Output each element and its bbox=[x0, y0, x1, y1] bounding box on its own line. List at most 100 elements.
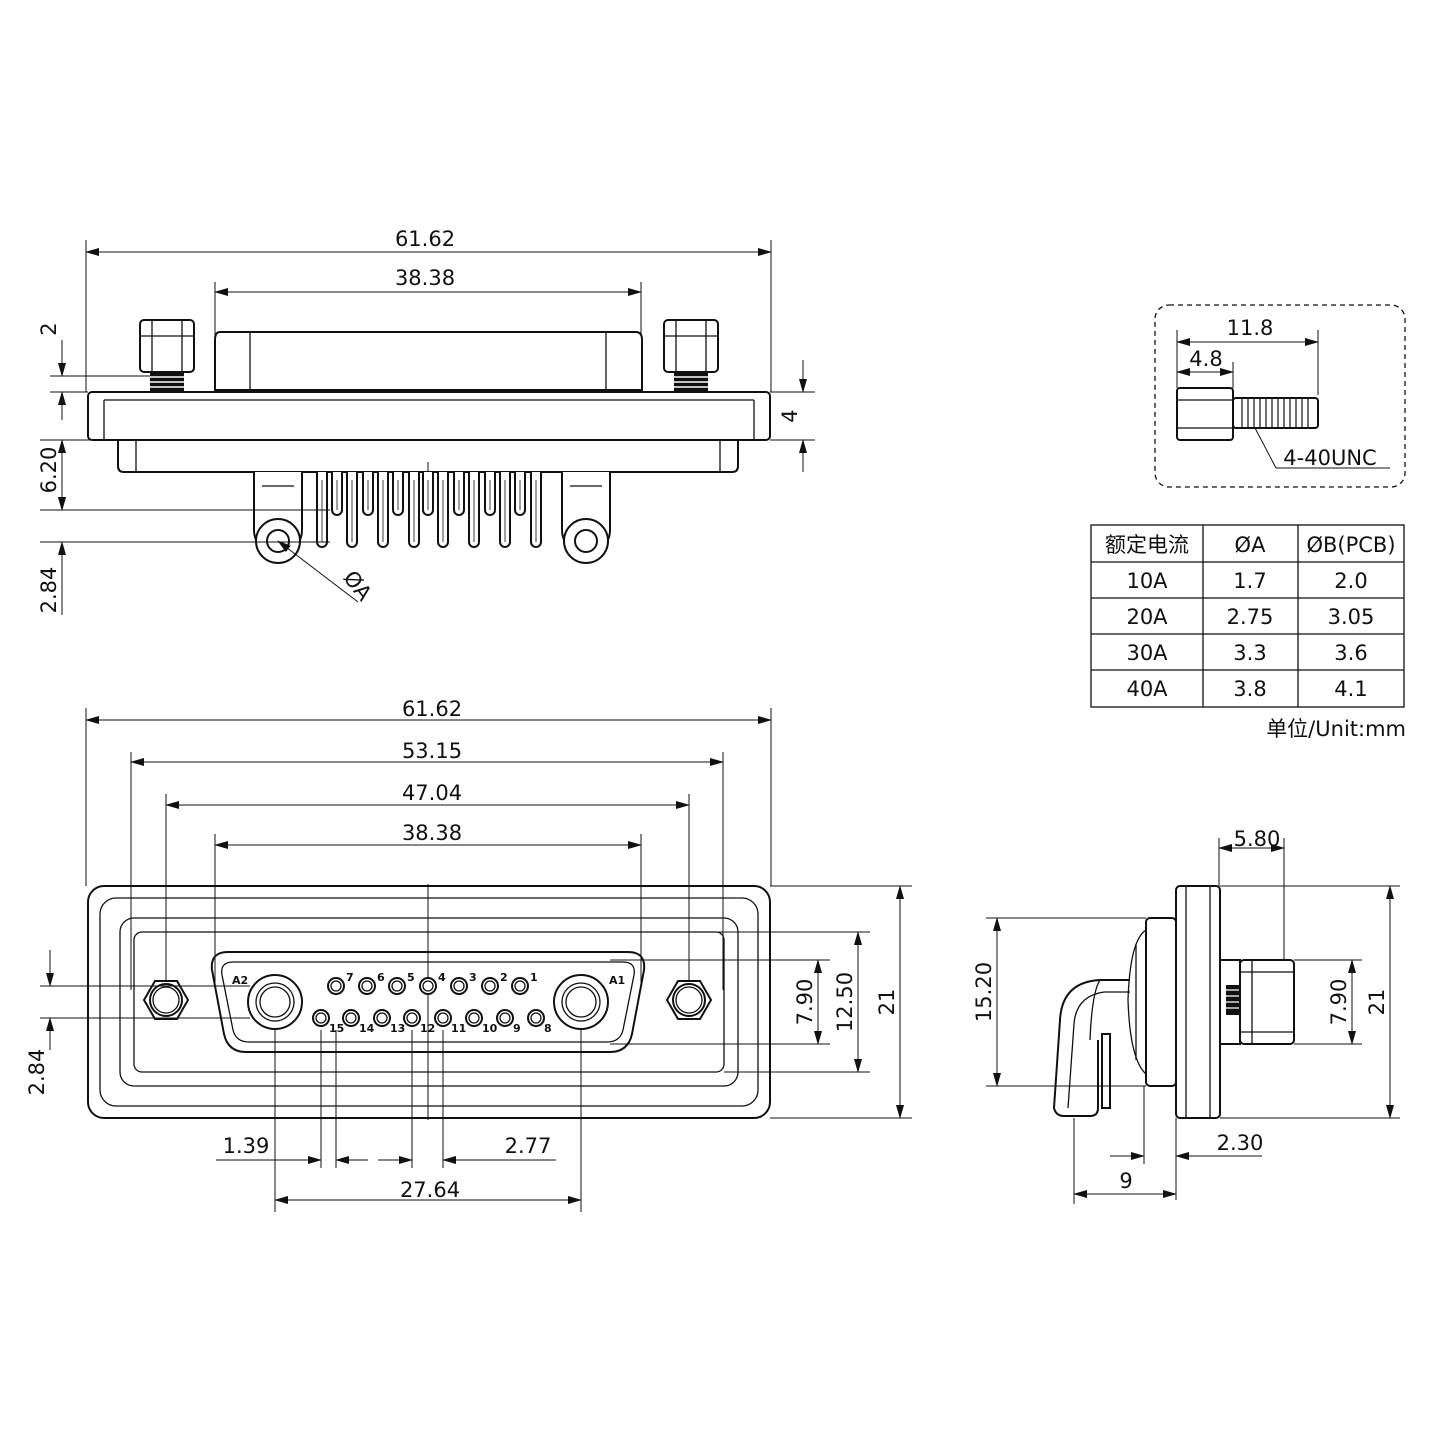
pin-number: 3 bbox=[469, 971, 477, 984]
side-flange-thickness: 2.30 bbox=[1217, 1131, 1264, 1155]
pin-number: 5 bbox=[407, 971, 415, 984]
pin-number: 13 bbox=[390, 1022, 405, 1035]
table-cell: 40A bbox=[1126, 677, 1168, 701]
pcb-pin bbox=[362, 472, 374, 516]
pcb-pin bbox=[422, 472, 434, 516]
left-mounting-nut-icon bbox=[142, 980, 190, 1020]
side-depth: 9 bbox=[1119, 1169, 1132, 1193]
pin-number: 10 bbox=[482, 1022, 498, 1035]
signal-pin: 6 bbox=[358, 971, 385, 995]
side-overall-height: 21 bbox=[1365, 989, 1389, 1016]
top-shell-width: 38.38 bbox=[395, 266, 455, 290]
pcb-pin bbox=[437, 472, 449, 548]
pcb-pin bbox=[346, 472, 358, 548]
pin-number: 1 bbox=[530, 971, 538, 984]
table-cell: 1.7 bbox=[1233, 569, 1266, 593]
power-contact-a2-icon bbox=[247, 974, 303, 1030]
front-outer-span: 53.15 bbox=[402, 739, 462, 763]
front-overall-height: 21 bbox=[875, 989, 899, 1016]
table-cell: 3.8 bbox=[1233, 677, 1266, 701]
side-flange-offset: 5.80 bbox=[1234, 827, 1281, 851]
power-contact-a1-icon bbox=[553, 974, 609, 1030]
right-mounting-nut-icon bbox=[665, 980, 713, 1020]
side-view: 5.80 15.20 7.90 bbox=[972, 827, 1400, 1204]
pcb-pin bbox=[392, 472, 404, 516]
top-screw-height: 2 bbox=[37, 322, 61, 335]
front-inner-height: 12.50 bbox=[833, 972, 857, 1032]
table-cell: 10A bbox=[1126, 569, 1168, 593]
pcb-pin bbox=[530, 472, 542, 548]
pcb-pin bbox=[408, 472, 420, 548]
pin-number: 4 bbox=[438, 971, 446, 984]
pin-number: 9 bbox=[513, 1022, 521, 1035]
table-cell: 4.1 bbox=[1334, 677, 1367, 701]
signal-pin: 14 bbox=[342, 1009, 375, 1035]
right-screw-icon bbox=[663, 319, 719, 392]
side-body-height: 15.20 bbox=[972, 962, 996, 1022]
pin-number: 12 bbox=[420, 1022, 435, 1035]
thread-spec: 4-40UNC bbox=[1283, 446, 1376, 470]
pcb-pin bbox=[453, 472, 465, 516]
top-flange-thickness: 4 bbox=[778, 409, 802, 422]
signal-pin: 7 bbox=[327, 971, 354, 995]
table-header-phi-a: ØA bbox=[1235, 533, 1267, 557]
signal-pin: 15 bbox=[312, 1009, 344, 1035]
signal-pin: 8 bbox=[527, 1009, 552, 1035]
signal-pin: 9 bbox=[496, 1009, 521, 1035]
pcb-pin bbox=[499, 472, 511, 548]
top-view-pins bbox=[316, 472, 542, 548]
front-mounting-hole-spacing: 47.04 bbox=[402, 781, 462, 805]
left-screw-icon bbox=[139, 319, 195, 392]
screw-detail: 11.8 4.8 4-40UNC bbox=[1154, 304, 1406, 488]
pin-number: 6 bbox=[377, 971, 385, 984]
pin-pitch-large: 2.77 bbox=[505, 1134, 552, 1158]
front-overall-width: 61.62 bbox=[402, 697, 462, 721]
hole-diameter-label: ØA bbox=[339, 566, 377, 606]
pin-number: 2 bbox=[500, 971, 508, 984]
top-view: 61.62 38.38 bbox=[37, 227, 815, 615]
front-view: 61.62 53.15 47.04 38.38 bbox=[25, 697, 912, 1212]
pin-number: 8 bbox=[544, 1022, 552, 1035]
signal-pin: 4 bbox=[419, 971, 446, 995]
pin-number: 7 bbox=[346, 971, 354, 984]
side-screw-height: 7.90 bbox=[1327, 979, 1351, 1026]
signal-pin: 10 bbox=[465, 1009, 498, 1035]
pcb-pin bbox=[484, 472, 496, 516]
front-row-spacing: 2.84 bbox=[25, 1049, 49, 1096]
pcb-pin bbox=[514, 472, 526, 516]
left-board-lock-icon bbox=[253, 472, 303, 564]
table-cell: 2.75 bbox=[1227, 605, 1274, 629]
signal-pin: 3 bbox=[450, 971, 477, 995]
unit-label: 单位/Unit:mm bbox=[1266, 717, 1406, 741]
pcb-pin bbox=[331, 472, 343, 516]
contact-label-a1: A1 bbox=[609, 974, 625, 987]
front-shell-height: 7.90 bbox=[793, 979, 817, 1026]
table-header-current: 额定电流 bbox=[1105, 533, 1189, 557]
pcb-pin bbox=[468, 472, 480, 548]
signal-pin: 2 bbox=[481, 971, 508, 995]
contact-label-a2: A2 bbox=[232, 974, 248, 987]
table-cell: 30A bbox=[1126, 641, 1168, 665]
table-header-phi-b: ØB(PCB) bbox=[1306, 533, 1395, 557]
signal-pin: 11 bbox=[434, 1009, 466, 1035]
pin-pitch-small: 1.39 bbox=[223, 1134, 270, 1158]
top-overall-width: 61.62 bbox=[395, 227, 455, 251]
pcb-pin bbox=[377, 472, 389, 548]
table-cell: 3.6 bbox=[1334, 641, 1367, 665]
screw-head-length: 4.8 bbox=[1189, 347, 1222, 371]
pin-number: 14 bbox=[359, 1022, 375, 1035]
top-pin-row-spacing: 2.84 bbox=[37, 567, 61, 614]
screw-length: 11.8 bbox=[1227, 316, 1274, 340]
top-pin-length: 6.20 bbox=[37, 447, 61, 494]
table-cell: 2.0 bbox=[1334, 569, 1367, 593]
pin-number: 11 bbox=[451, 1022, 466, 1035]
signal-pin: 13 bbox=[373, 1009, 405, 1035]
signal-pin: 5 bbox=[388, 971, 415, 995]
table-cell: 3.3 bbox=[1233, 641, 1266, 665]
pin-number: 15 bbox=[329, 1022, 344, 1035]
table-cell: 3.05 bbox=[1328, 605, 1375, 629]
table-cell: 20A bbox=[1126, 605, 1168, 629]
signal-pin: 1 bbox=[511, 971, 538, 995]
power-contact-spacing: 27.64 bbox=[400, 1178, 460, 1202]
